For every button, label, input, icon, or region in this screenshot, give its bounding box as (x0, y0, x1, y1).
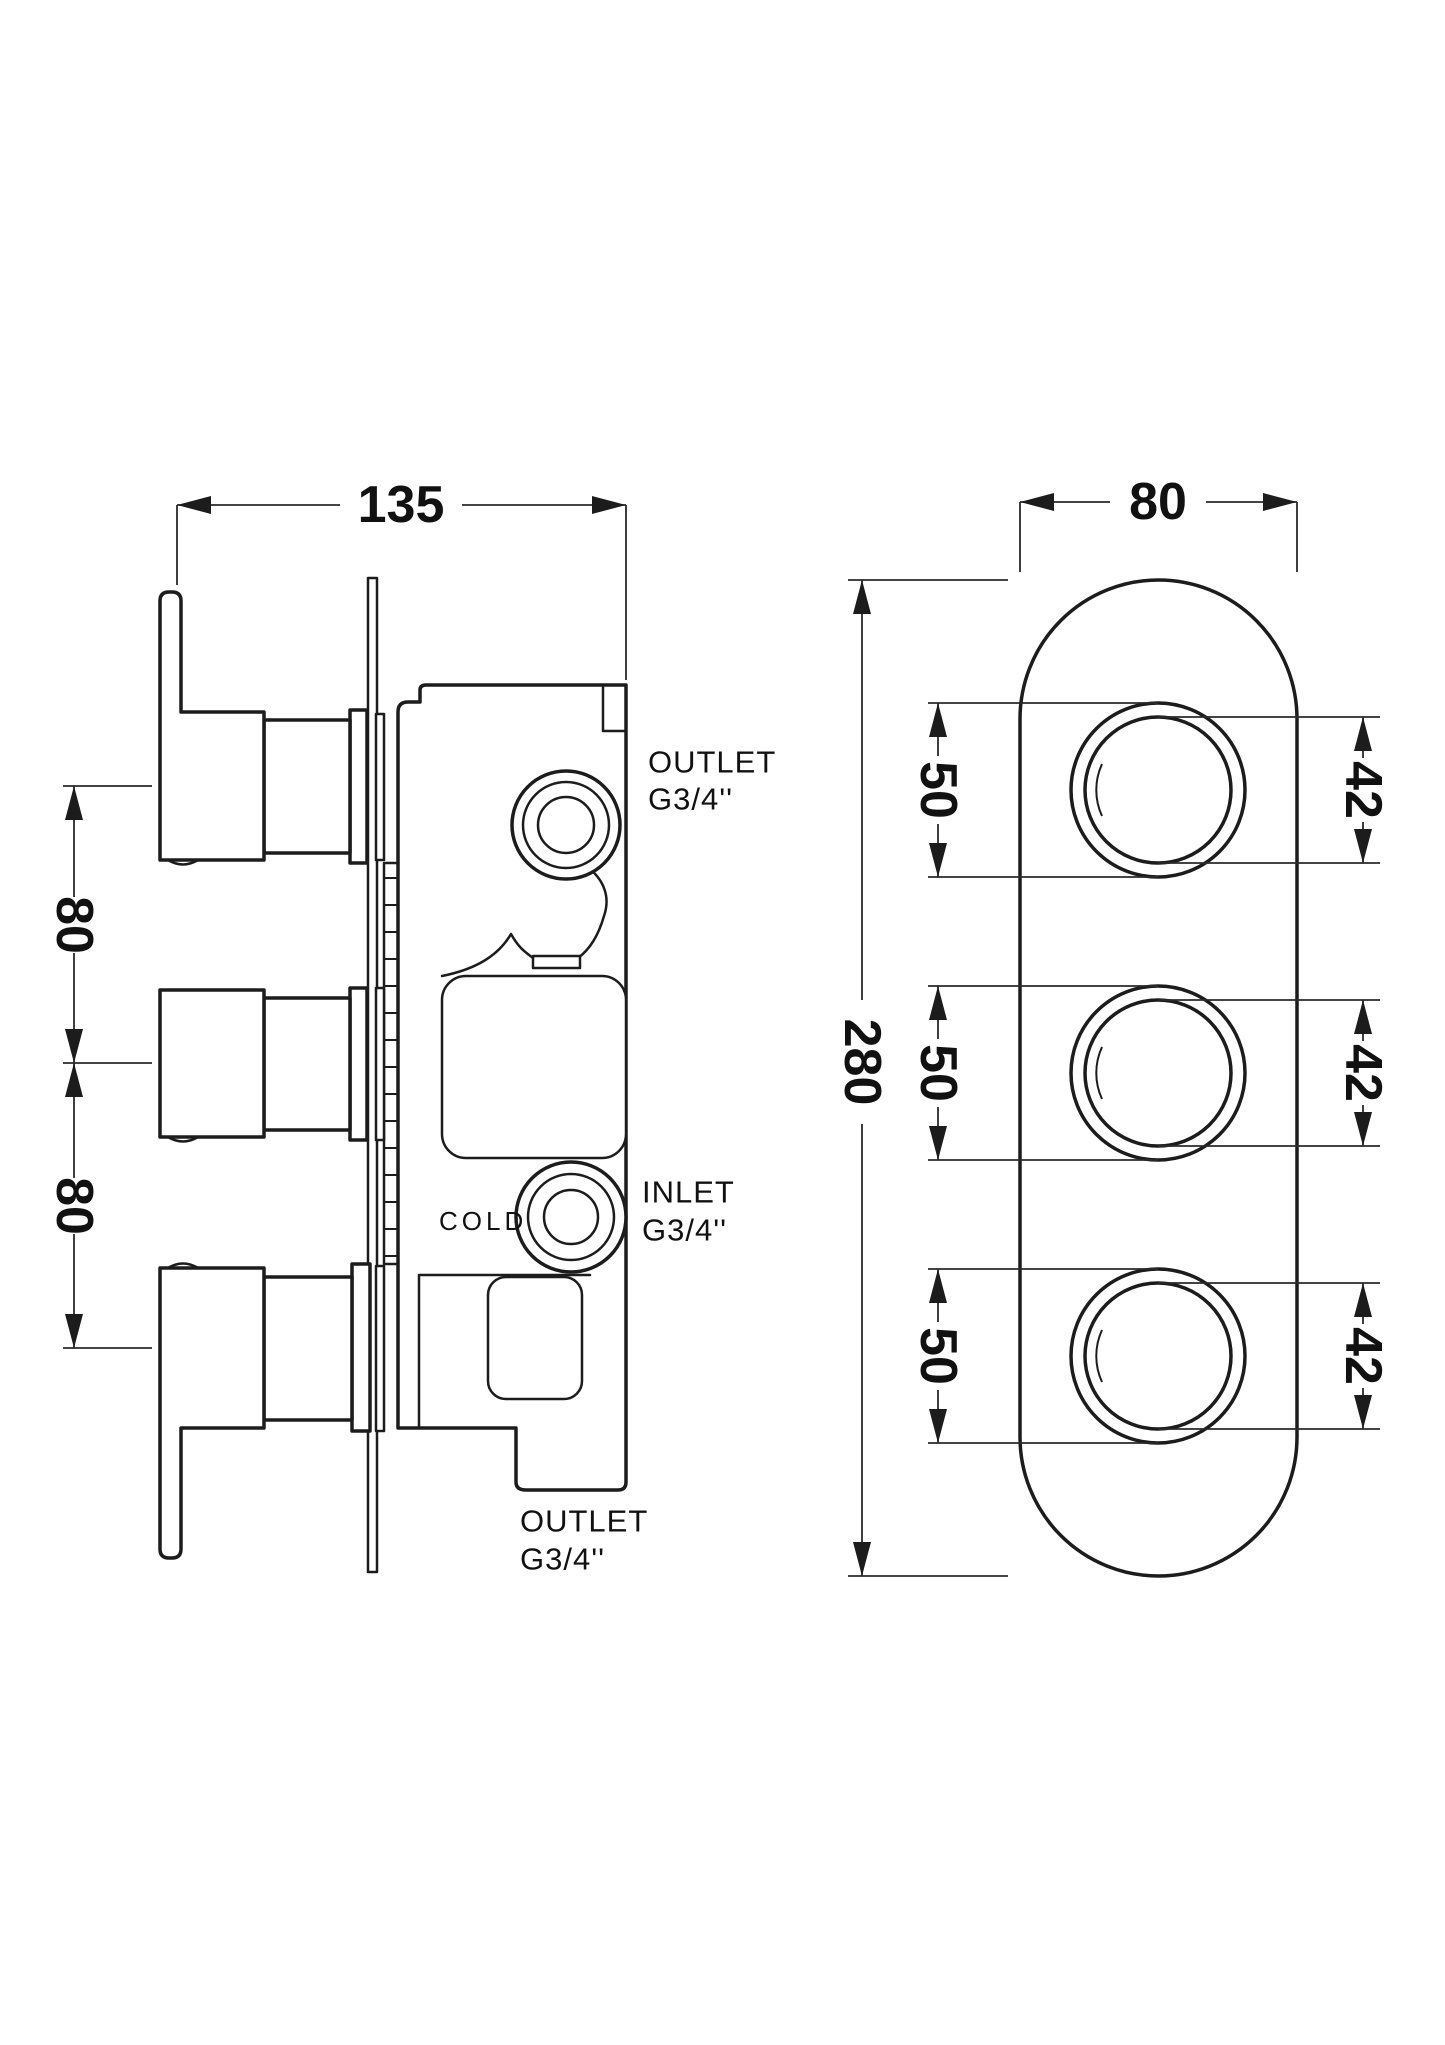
plate-strip-middle (374, 986, 386, 1142)
dim-handle-spacing: 80 80 (45, 785, 152, 1349)
knob-bottom (1069, 1267, 1247, 1445)
dim-width-135: 135 (176, 476, 627, 680)
body-connector (531, 954, 582, 970)
dim-135-text: 135 (358, 476, 445, 534)
dim-42-1-text: 42 (1334, 761, 1392, 819)
threaded-rod (382, 861, 400, 1266)
handle-middle-tip (166, 1135, 200, 1143)
dim-50-3-text: 50 (909, 1327, 967, 1385)
dim-knob-diameter-42-1: 42 (1158, 716, 1392, 864)
dim-plate-height-280: 280 (833, 579, 1008, 1577)
dim-42-2-text: 42 (1334, 1044, 1392, 1102)
dim-80-top-text: 80 (45, 896, 103, 954)
dim-knob-diameter-42-3: 42 (1158, 1282, 1392, 1430)
dim-plate-width-text: 80 (1129, 473, 1187, 531)
handle-middle-hub (158, 988, 266, 1139)
handle-top-lever (158, 590, 266, 862)
inlet-port (514, 1160, 628, 1274)
side-view: 135 80 80 COLD OUTLET G3/4'' INLET G3/4'… (45, 476, 776, 1577)
inlet-label: INLET G3/4'' (642, 1175, 735, 1248)
dim-50-2-text: 50 (909, 1044, 967, 1102)
cartridge-housing (440, 974, 628, 1160)
dim-plate-height-text: 280 (833, 1019, 891, 1106)
thread-ticks (384, 877, 398, 1257)
dim-80-bottom-text: 80 (45, 1177, 103, 1235)
outlet-bottom-thread: G3/4'' (520, 1542, 605, 1577)
outlet-top-thread: G3/4'' (648, 782, 733, 817)
outlet-port-top (510, 769, 622, 881)
body-funnel (440, 932, 535, 978)
handle-top-stem (262, 718, 352, 855)
cold-label: COLD (439, 1206, 527, 1236)
lower-inner-block (486, 1275, 584, 1401)
handle-top (158, 590, 369, 866)
dim-42-3-text: 42 (1334, 1327, 1392, 1385)
handle-top-tip (166, 858, 200, 866)
handle-bottom (158, 1262, 372, 1560)
dim-50-1-text: 50 (909, 761, 967, 819)
plate-strip-top (374, 712, 386, 862)
handle-middle (158, 986, 369, 1143)
dim-knob-diameter-42-2: 42 (1158, 999, 1392, 1147)
outlet-bottom-label: OUTLET G3/4'' (520, 1504, 648, 1577)
outlet-top-name: OUTLET (648, 745, 776, 780)
front-view: 80 280 50 50 50 (833, 473, 1392, 1578)
handle-bottom-lever (158, 1266, 266, 1560)
body-top-step (601, 683, 628, 733)
handle-bottom-tip (166, 1262, 200, 1270)
outlet-bottom-name: OUTLET (520, 1504, 648, 1539)
dim-knob-spacing-50-1: 50 (909, 702, 1158, 878)
handle-bottom-flange (350, 1262, 372, 1433)
handle-middle-flange (348, 986, 369, 1142)
handle-top-flange (348, 708, 369, 865)
inlet-name: INLET (642, 1175, 735, 1210)
plate-strip-bottom (374, 1264, 386, 1433)
dim-plate-width-80: 80 (1019, 473, 1298, 572)
handle-middle-stem (262, 996, 352, 1132)
outlet-top-label: OUTLET G3/4'' (648, 745, 776, 817)
inlet-thread: G3/4'' (642, 1213, 727, 1248)
dim-knob-spacing-50-3: 50 (909, 1268, 1158, 1444)
dim-knob-spacing-50-2: 50 (909, 985, 1158, 1161)
knob-middle (1069, 984, 1247, 1162)
lower-block-edges (417, 1273, 592, 1430)
handle-bottom-stem (262, 1275, 354, 1422)
knob-top (1069, 701, 1247, 879)
